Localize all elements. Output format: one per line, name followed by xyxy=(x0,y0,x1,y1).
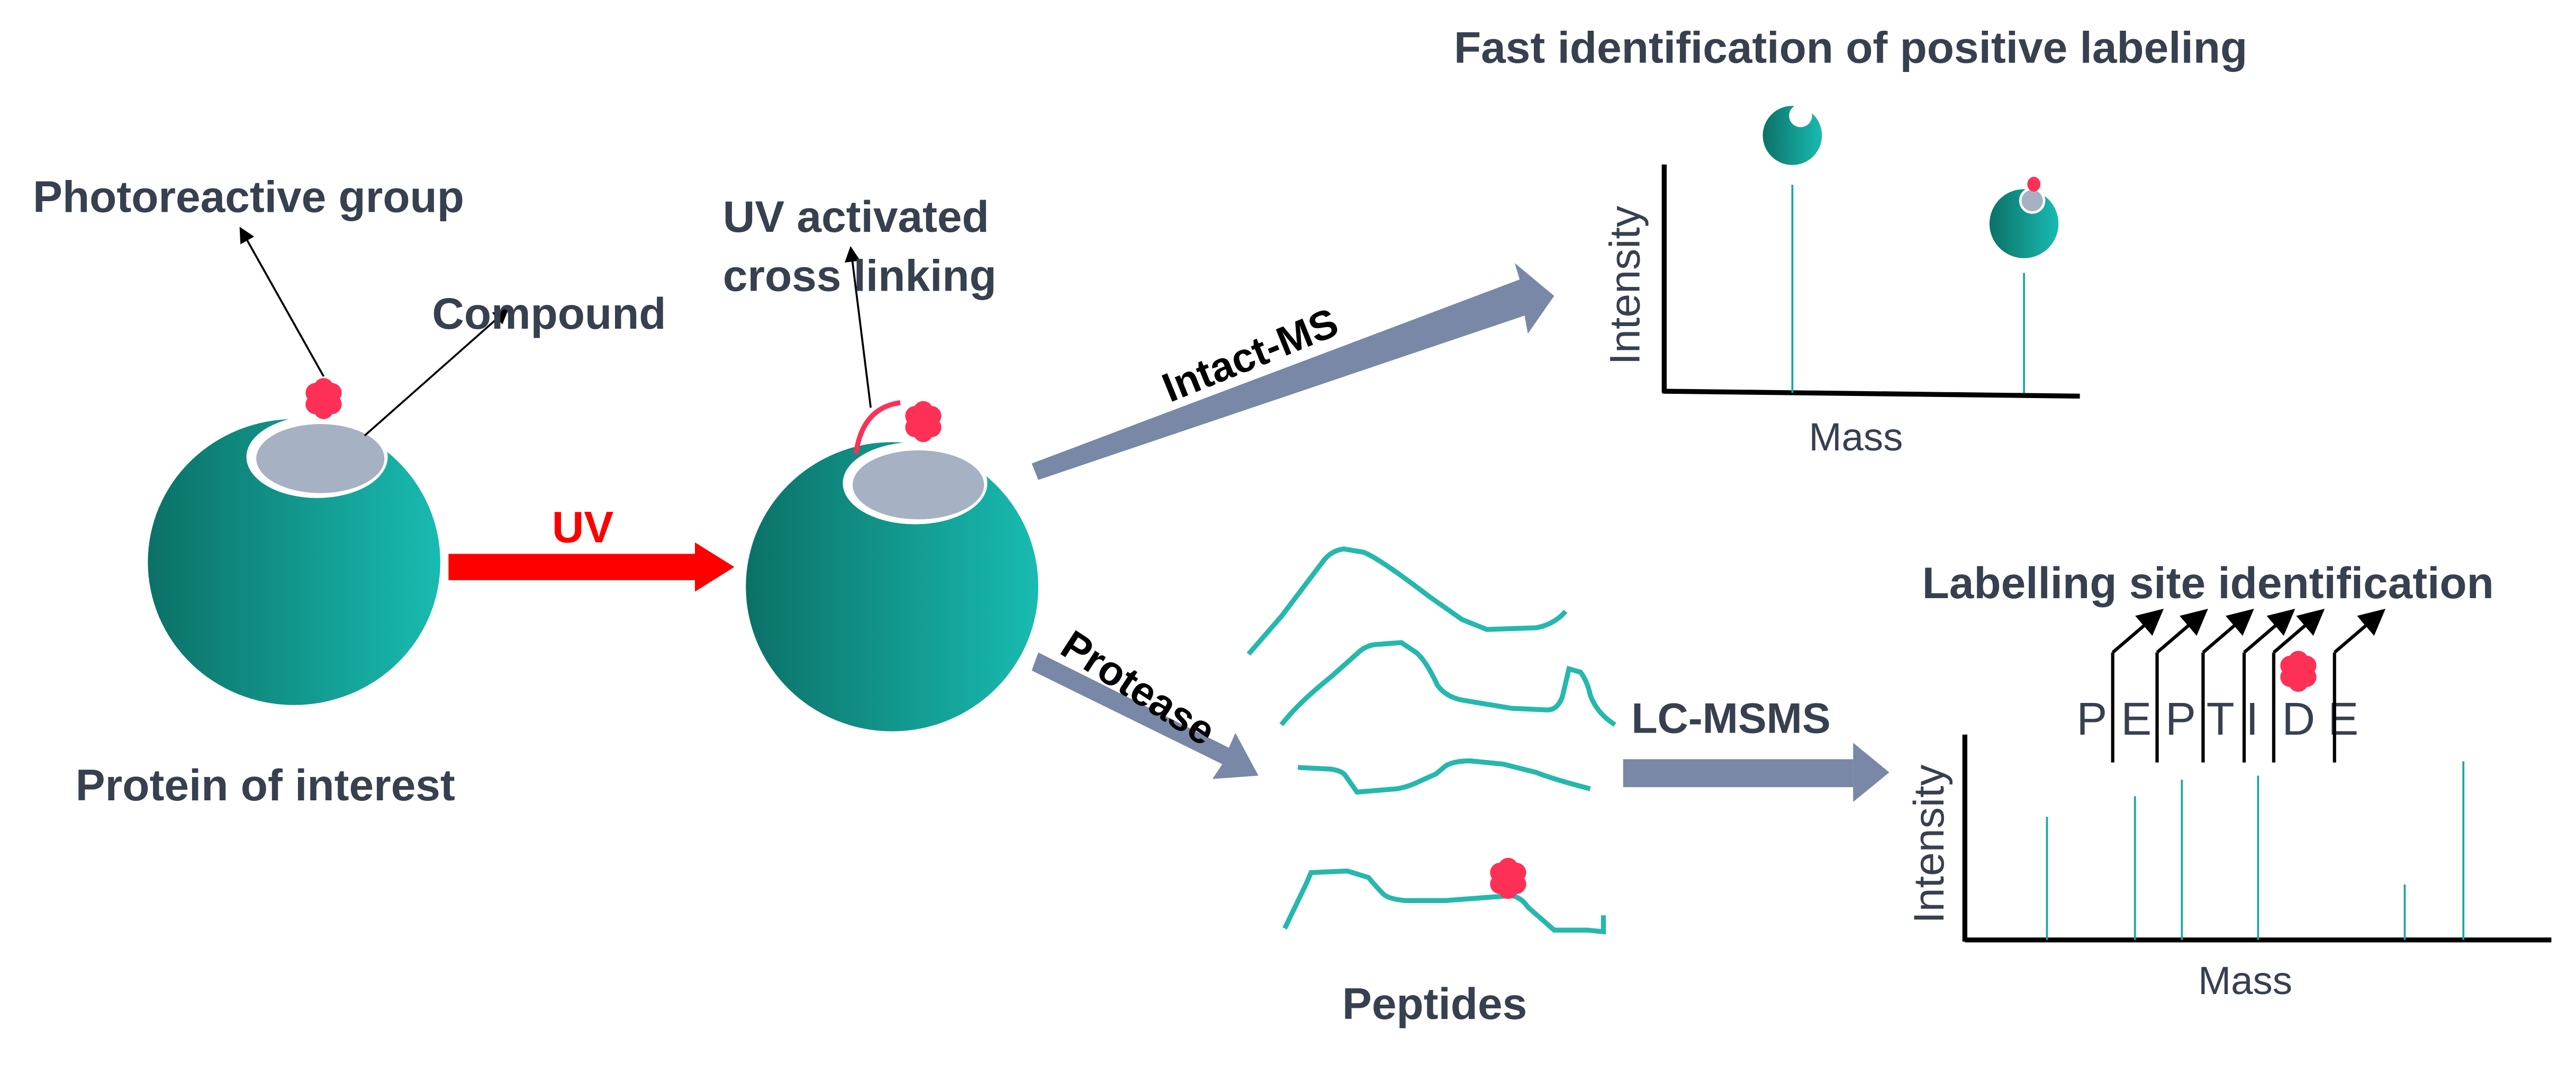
peptide-residue: E xyxy=(2121,693,2152,745)
protein-sphere xyxy=(148,419,440,705)
empty-pocket xyxy=(1789,104,1812,128)
lc-msms-arrow-shaft xyxy=(1623,759,1854,788)
uv-arrow-head xyxy=(694,542,735,592)
uv-arrow xyxy=(448,542,735,592)
photoreactive-group-blob xyxy=(305,378,342,419)
peptide-residue: P xyxy=(2076,693,2107,745)
compound-disc xyxy=(2021,189,2043,212)
peptide-2 xyxy=(1279,640,1616,727)
peptide-3 xyxy=(1297,758,1591,795)
protein-of-interest-label: Protein of interest xyxy=(76,760,455,810)
compound-pointer-arrow xyxy=(364,308,509,437)
protein-sphere xyxy=(746,442,1038,732)
lc-msms-arrow xyxy=(1623,743,1890,802)
protein-of-interest xyxy=(148,378,440,705)
intact-x-axis-label: Mass xyxy=(1809,415,1903,459)
peptide-label-blob xyxy=(1490,858,1526,899)
peptide-residue: P xyxy=(2165,693,2196,745)
peptides-label: Peptides xyxy=(1342,979,1527,1028)
intact-x-axis xyxy=(1662,389,2080,399)
intact-ms-chart: Intensity Mass xyxy=(1602,104,2080,459)
photoreactive-group-blob xyxy=(905,401,942,443)
compound-disc xyxy=(852,450,984,520)
photoreactive-pointer-arrow xyxy=(239,227,325,377)
photoreactive-group-label: Photoreactive group xyxy=(33,172,464,222)
lc-msms-label: LC-MSMS xyxy=(1631,695,1831,743)
labeled-residue-blob xyxy=(2280,651,2317,692)
compound-label: Compound xyxy=(432,288,666,338)
fragment-ion-arrow xyxy=(2333,609,2386,654)
crosslink-bond xyxy=(853,400,901,454)
peptide-fragments xyxy=(1246,546,1616,935)
lc-msms-arrow-head xyxy=(1853,743,1890,802)
intact-y-axis-label: Intensity xyxy=(1602,205,1649,365)
uv-activated-label-line2: cross linking xyxy=(723,251,997,301)
intact-ms-arrow xyxy=(1032,263,1554,480)
peptide-1 xyxy=(1246,546,1568,656)
fragment-ion-arrow xyxy=(2111,609,2164,654)
msms-y-axis-label: Intensity xyxy=(1905,764,1953,924)
protease-arrow-shape xyxy=(1032,652,1259,779)
crosslink-pointer-arrow xyxy=(844,246,872,408)
crosslinked-protein xyxy=(746,400,1038,732)
uv-label: UV xyxy=(552,502,614,552)
compound-disc xyxy=(256,424,385,493)
peptide-4-labeled xyxy=(1282,868,1606,935)
fragment-ion-arrow xyxy=(2202,609,2254,654)
protease-arrow xyxy=(1032,652,1259,779)
peptide-residue: E xyxy=(2328,693,2358,745)
msms-x-axis-label: Mass xyxy=(2198,959,2292,1003)
uv-activated-label-line1: UV activated xyxy=(723,192,989,241)
peptide-residue: D xyxy=(2282,693,2315,745)
peptide-residue: I xyxy=(2246,693,2258,745)
fragment-ion-arrow xyxy=(2243,609,2295,654)
peptide-residue: T xyxy=(2207,693,2235,745)
uv-arrow-shaft xyxy=(448,554,695,581)
fast-identification-title: Fast identification of positive labeling xyxy=(1454,22,2247,72)
photoreactive-blob xyxy=(2027,177,2041,192)
labelling-site-title: Labelling site identification xyxy=(1922,558,2494,608)
fragment-ion-arrow xyxy=(2272,609,2325,654)
intact-ms-arrow-shape xyxy=(1032,263,1554,480)
fragment-ion-arrow xyxy=(2156,609,2208,654)
